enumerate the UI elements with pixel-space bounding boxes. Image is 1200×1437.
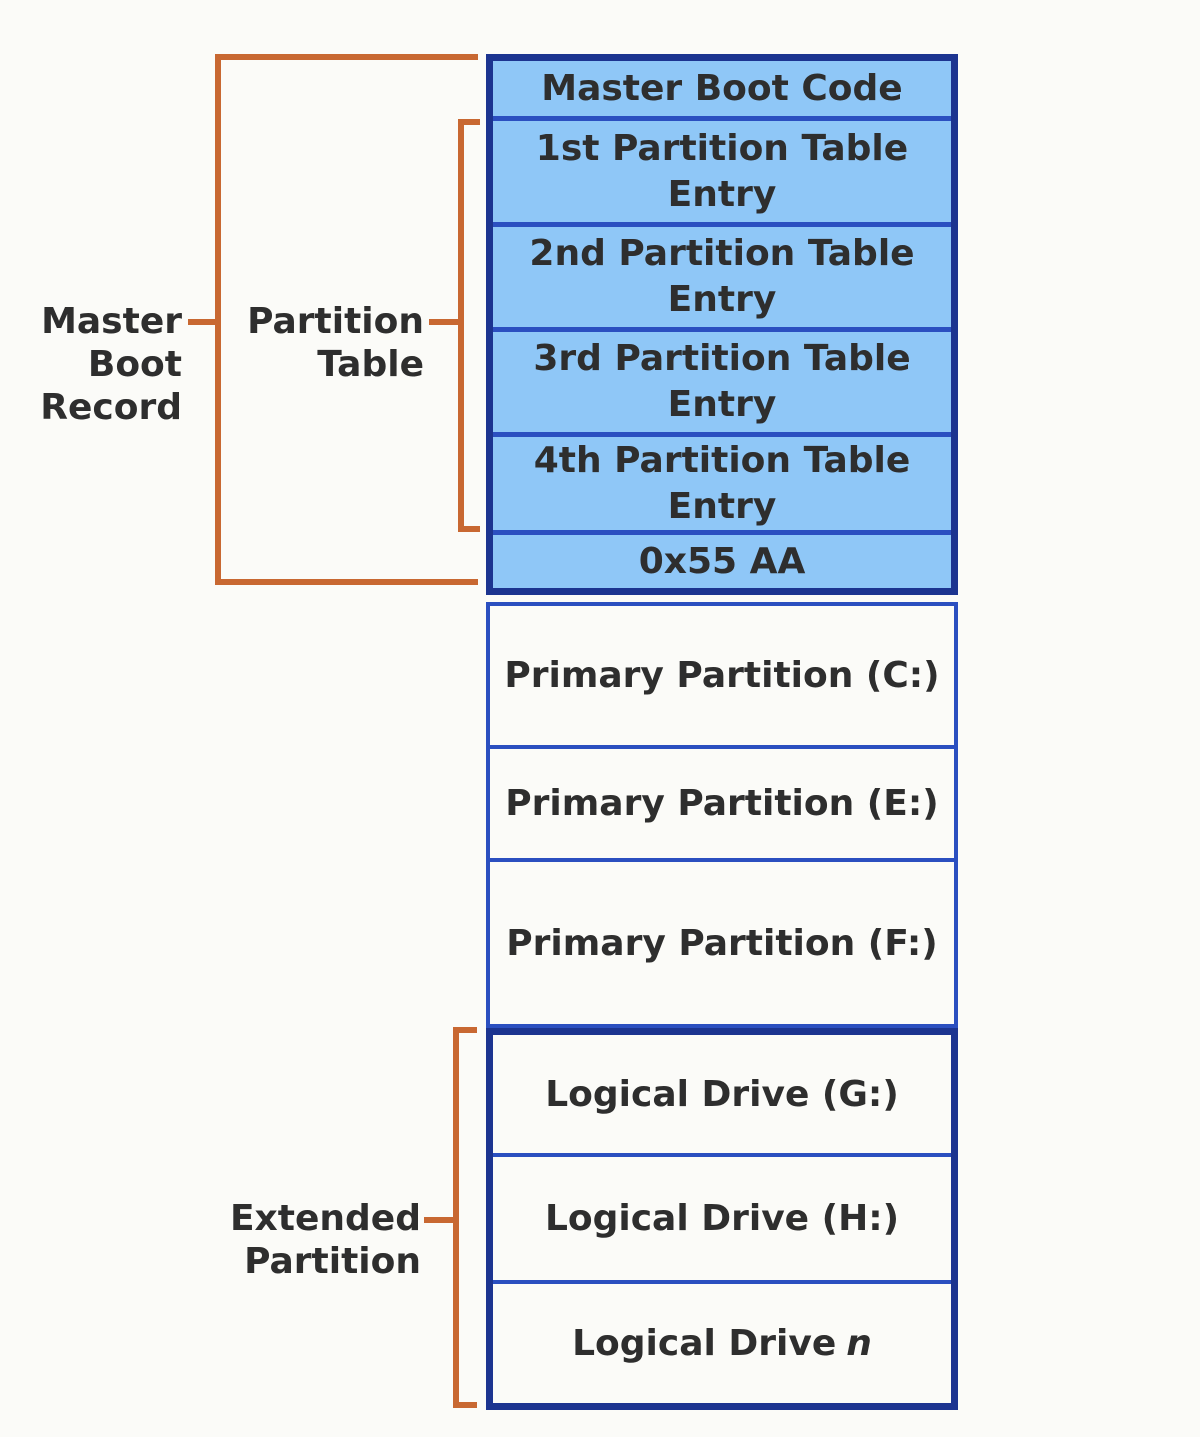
- primary-partition-c-cell: Primary Partition (C:): [490, 606, 954, 745]
- label-line: Master: [41, 301, 182, 342]
- partition-table-entry-3-cell: 3rd Partition Table Entry: [493, 327, 951, 432]
- cell-text: Entry: [667, 384, 777, 425]
- cell-text: 1st Partition Table: [535, 127, 909, 169]
- cell-text: 4th Partition Table: [533, 439, 911, 481]
- cell-text: 2nd Partition Table: [529, 233, 915, 274]
- cell-text: Primary Partition (C:): [504, 655, 940, 696]
- mbr-sector-box: Master Boot Code 1st Partition Table Ent…: [486, 54, 958, 595]
- logical-drive-g-cell: Logical Drive (G:): [493, 1035, 951, 1153]
- label-line: Partition: [247, 301, 424, 342]
- label-line: Boot: [87, 344, 182, 385]
- cell-text: Logical Drive (H:): [544, 1198, 900, 1239]
- cell-text: Logical Drive (G:): [545, 1073, 899, 1115]
- cell-text: Entry: [667, 485, 777, 527]
- primary-partitions-box: Primary Partition (C:) Primary Partition…: [486, 602, 958, 1028]
- label-line: Table: [317, 344, 424, 385]
- partition-table-connector: [429, 319, 459, 325]
- partition-table-entry-4-cell: 4th Partition Table Entry: [493, 432, 951, 530]
- label-line: Extended: [229, 1198, 421, 1239]
- partition-table-entry-1-cell: 1st Partition Table Entry: [493, 116, 951, 222]
- master-boot-code-cell: Master Boot Code: [493, 61, 951, 116]
- master-boot-record-label: Master Boot Record: [40, 300, 182, 429]
- extended-partition-label: Extended Partition: [230, 1197, 421, 1283]
- master-boot-record-bracket: [215, 54, 478, 585]
- boot-signature-cell: 0x55 AA: [493, 530, 951, 588]
- extended-partition-bracket: [453, 1027, 477, 1408]
- primary-partition-e-cell: Primary Partition (E:): [490, 745, 954, 858]
- partition-table-bracket: [458, 119, 480, 532]
- partition-table-label: Partition Table: [247, 300, 424, 386]
- label-line: Record: [40, 387, 182, 428]
- cell-text: Master Boot Code: [541, 67, 903, 109]
- master-boot-record-connector: [188, 319, 216, 325]
- logical-drive-h-cell: Logical Drive (H:): [493, 1153, 951, 1280]
- cell-text: Entry: [667, 279, 777, 320]
- partition-table-entry-2-cell: 2nd Partition Table Entry: [493, 222, 951, 327]
- cell-italic-text: n: [846, 1323, 872, 1364]
- extended-partition-box: Logical Drive (G:) Logical Drive (H:) Lo…: [486, 1028, 958, 1410]
- primary-partition-f-cell: Primary Partition (F:): [490, 858, 954, 1024]
- cell-text: 3rd Partition Table: [533, 338, 911, 379]
- extended-partition-connector: [424, 1217, 454, 1223]
- cell-text: Logical Drive: [572, 1323, 837, 1364]
- cell-text: Primary Partition (F:): [506, 922, 938, 964]
- label-line: Partition: [244, 1241, 421, 1282]
- cell-text: 0x55 AA: [638, 540, 806, 582]
- cell-text: Entry: [667, 173, 777, 215]
- cell-text: Primary Partition (E:): [505, 783, 939, 824]
